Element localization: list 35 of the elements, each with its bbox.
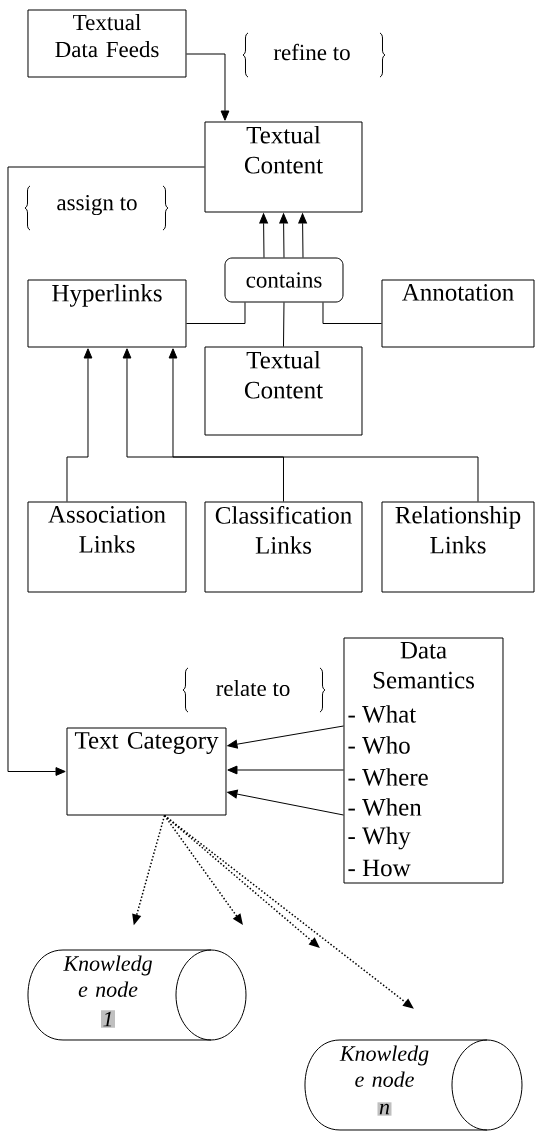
- list-box: Data Semantics - What - Who - Where - When - Why - How: [343, 637, 504, 884]
- node-label: Knowledg e node: [63, 955, 152, 997]
- process-box: Textual Data Feeds: [27, 9, 187, 78]
- arrow: [163, 814, 414, 1009]
- node-label: n: [379, 1103, 390, 1115]
- arrow: [279, 213, 288, 258]
- process-box: Association Links: [27, 501, 187, 593]
- connector-line: [283, 302, 285, 347]
- process-box: Classification Links: [204, 501, 363, 593]
- arrow: [259, 213, 268, 258]
- node-label: 1: [103, 1011, 112, 1027]
- rounded-box: contains: [224, 257, 344, 303]
- process-box: Text Category: [66, 727, 227, 816]
- connector-line: [322, 302, 382, 324]
- braced-label: relate to: [182, 667, 326, 713]
- braced-label: assign to: [24, 185, 169, 231]
- process-box: Annotation: [381, 279, 535, 348]
- arrow: [298, 213, 307, 258]
- arrow: [227, 789, 344, 816]
- arrow: [168, 348, 479, 502]
- process-box: Hyperlinks: [27, 279, 187, 348]
- arrow: [227, 765, 344, 775]
- arrow: [66, 348, 93, 502]
- arrow: [163, 814, 243, 925]
- arrow: [186, 53, 230, 121]
- arrow: [7, 166, 205, 776]
- process-box: Textual Content: [204, 121, 363, 213]
- arrow: [227, 725, 344, 749]
- arrow: [122, 348, 284, 502]
- braced-label: refine to: [242, 32, 386, 78]
- process-box: Relationship Links: [381, 501, 535, 593]
- cylinder-node: Knowledg e node 1: [27, 949, 247, 1041]
- process-box: Textual Content: [204, 346, 363, 436]
- connector-line: [186, 302, 246, 324]
- cylinder-node: Knowledg e node n: [304, 1039, 523, 1131]
